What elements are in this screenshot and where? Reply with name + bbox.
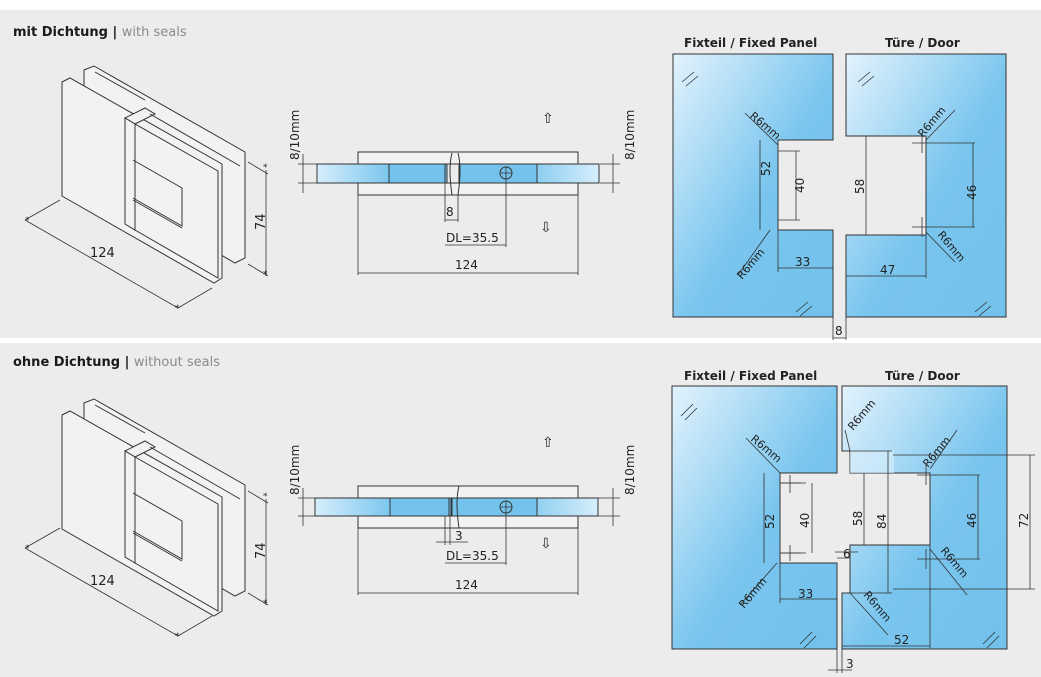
door-overall-height: 72 [1017,513,1031,528]
fixed-depth: 33 [795,255,810,269]
fixed-depth: 33 [798,587,813,601]
panel-gap: 8 [835,324,843,338]
iso-height-label: 74 [254,542,269,559]
title-english: with seals [121,25,187,40]
fixed-hole-spacing: 40 [793,178,807,193]
door-glass [841,385,1008,650]
svg-text:*: * [25,544,30,554]
axis-offset-label: DL=35.5 [446,231,499,245]
title-german: mit Dichtung [13,25,108,40]
glass-thickness-right: 8/10mm [623,445,637,495]
svg-text:*: * [263,270,268,280]
title-english: without seals [133,355,220,370]
close-arrow-icon: ⇩ [540,220,552,236]
title-separator: | [112,25,118,40]
glass-thickness-left: 8/10mm [288,445,302,495]
svg-text:*: * [263,599,268,609]
title-separator: | [124,355,130,370]
door-outer-height: 84 [875,514,889,529]
door-height: 58 [851,511,865,526]
gap-label: 3 [455,529,463,543]
iso-width-label: 124 [90,246,115,261]
overall-length-label: 124 [455,258,478,272]
title-german: ohne Dichtung [13,355,121,370]
fixed-height: 52 [763,514,777,529]
door-hole-spacing: 46 [965,513,979,528]
hinge-plan-view: 8/10mm 8/10mm 8 DL=35.5 124 ⇧ ⇩ [288,110,637,275]
iso-height-label: 74 [254,213,269,230]
axis-offset-label: DL=35.5 [446,549,499,563]
fixed-hole-spacing: 40 [798,513,812,528]
section-without-seals: ohne Dichtung | without seals [0,343,1041,677]
drawing-without-seals: * * 124 * * 74 8/10mm 8/10mm 3 DL=35.5 [24,369,1035,673]
glass-thickness-right: 8/10mm [623,110,637,160]
iso-width-label: 124 [90,574,115,589]
section-with-seals: mit Dichtung | with seals [0,10,1041,340]
fixed-height: 52 [759,161,773,176]
overall-length-label: 124 [455,578,478,592]
panel-gap: 3 [846,657,854,671]
door-notch: 6 [843,547,851,561]
open-arrow-icon: ⇧ [542,111,554,127]
fixed-panel-glass [672,53,834,318]
svg-text:*: * [263,492,268,502]
door-height: 58 [853,179,867,194]
fixed-panel-label: Fixteil / Fixed Panel [684,369,817,383]
hinge-isometric: * * 124 * * 74 [24,398,269,642]
door-depth: 52 [894,633,909,647]
section-title: ohne Dichtung | without seals [13,355,220,370]
hinge-plan-view: 8/10mm 8/10mm 3 DL=35.5 124 ⇧ ⇩ [288,435,637,595]
iso-marker: * [25,216,30,226]
section-title: mit Dichtung | with seals [13,25,187,40]
glass-cutouts: Fixteil / Fixed Panel Türe / Door 52 40 … [671,369,1035,673]
gap-label: 8 [446,205,454,219]
iso-marker: * [175,304,180,314]
door-depth: 47 [880,263,895,277]
drawing-with-seals: * * 124 * * 74 8/10mm 8/10mm 8 DL=35.5 [24,36,1007,340]
glass-thickness-left: 8/10mm [288,110,302,160]
fixed-panel-label: Fixteil / Fixed Panel [684,36,817,50]
hinge-isometric: * * 124 * * 74 [24,65,269,314]
svg-text:*: * [175,632,180,642]
open-arrow-icon: ⇧ [542,435,554,451]
door-hole-spacing: 46 [965,185,979,200]
door-label: Türe / Door [885,36,960,50]
close-arrow-icon: ⇩ [540,536,552,552]
door-label: Türe / Door [885,369,960,383]
svg-text:*: * [263,163,268,173]
glass-cutouts: Fixteil / Fixed Panel Türe / Door 52 40 … [672,36,1007,340]
